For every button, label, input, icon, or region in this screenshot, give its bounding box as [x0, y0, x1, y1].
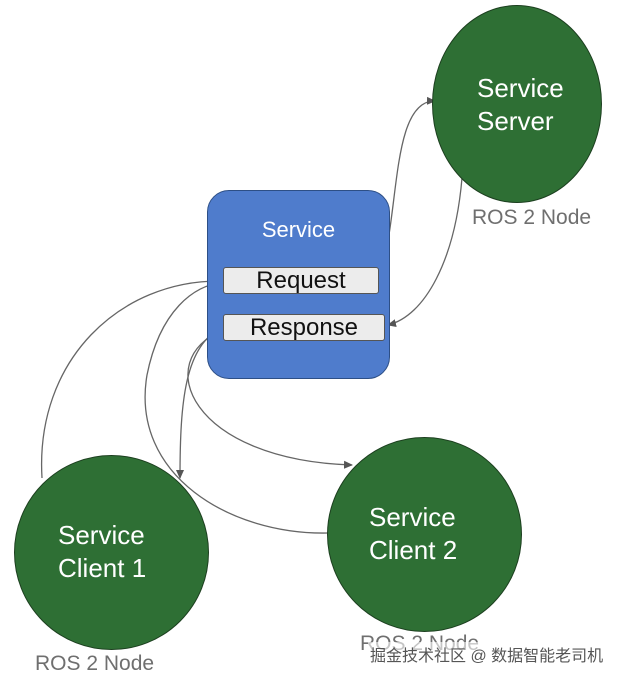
arrow-client2-to-request	[144, 279, 329, 534]
service-client-2-node	[327, 437, 522, 632]
service-client-1-label: Service Client 1	[58, 520, 147, 583]
request-box: Request	[223, 267, 379, 294]
service-server-label: Service Server	[477, 73, 564, 136]
arrow-response-to-client2	[187, 329, 353, 469]
service-client-1-ros-label: ROS 2 Node	[35, 652, 155, 675]
watermark: 掘金技术社区 @ 数据智能老司机	[368, 642, 606, 666]
arrow-client1-to-request	[40, 276, 222, 479]
arrow-server-to-response	[387, 177, 463, 327]
service-client-2-label: Service Client 2	[369, 502, 458, 565]
service-server-ros-label: ROS 2 Node	[472, 206, 592, 229]
response-box: Response	[223, 314, 385, 341]
service-server-node	[432, 5, 602, 203]
service-client-1-node	[14, 455, 209, 650]
service-title: Service	[261, 217, 336, 242]
